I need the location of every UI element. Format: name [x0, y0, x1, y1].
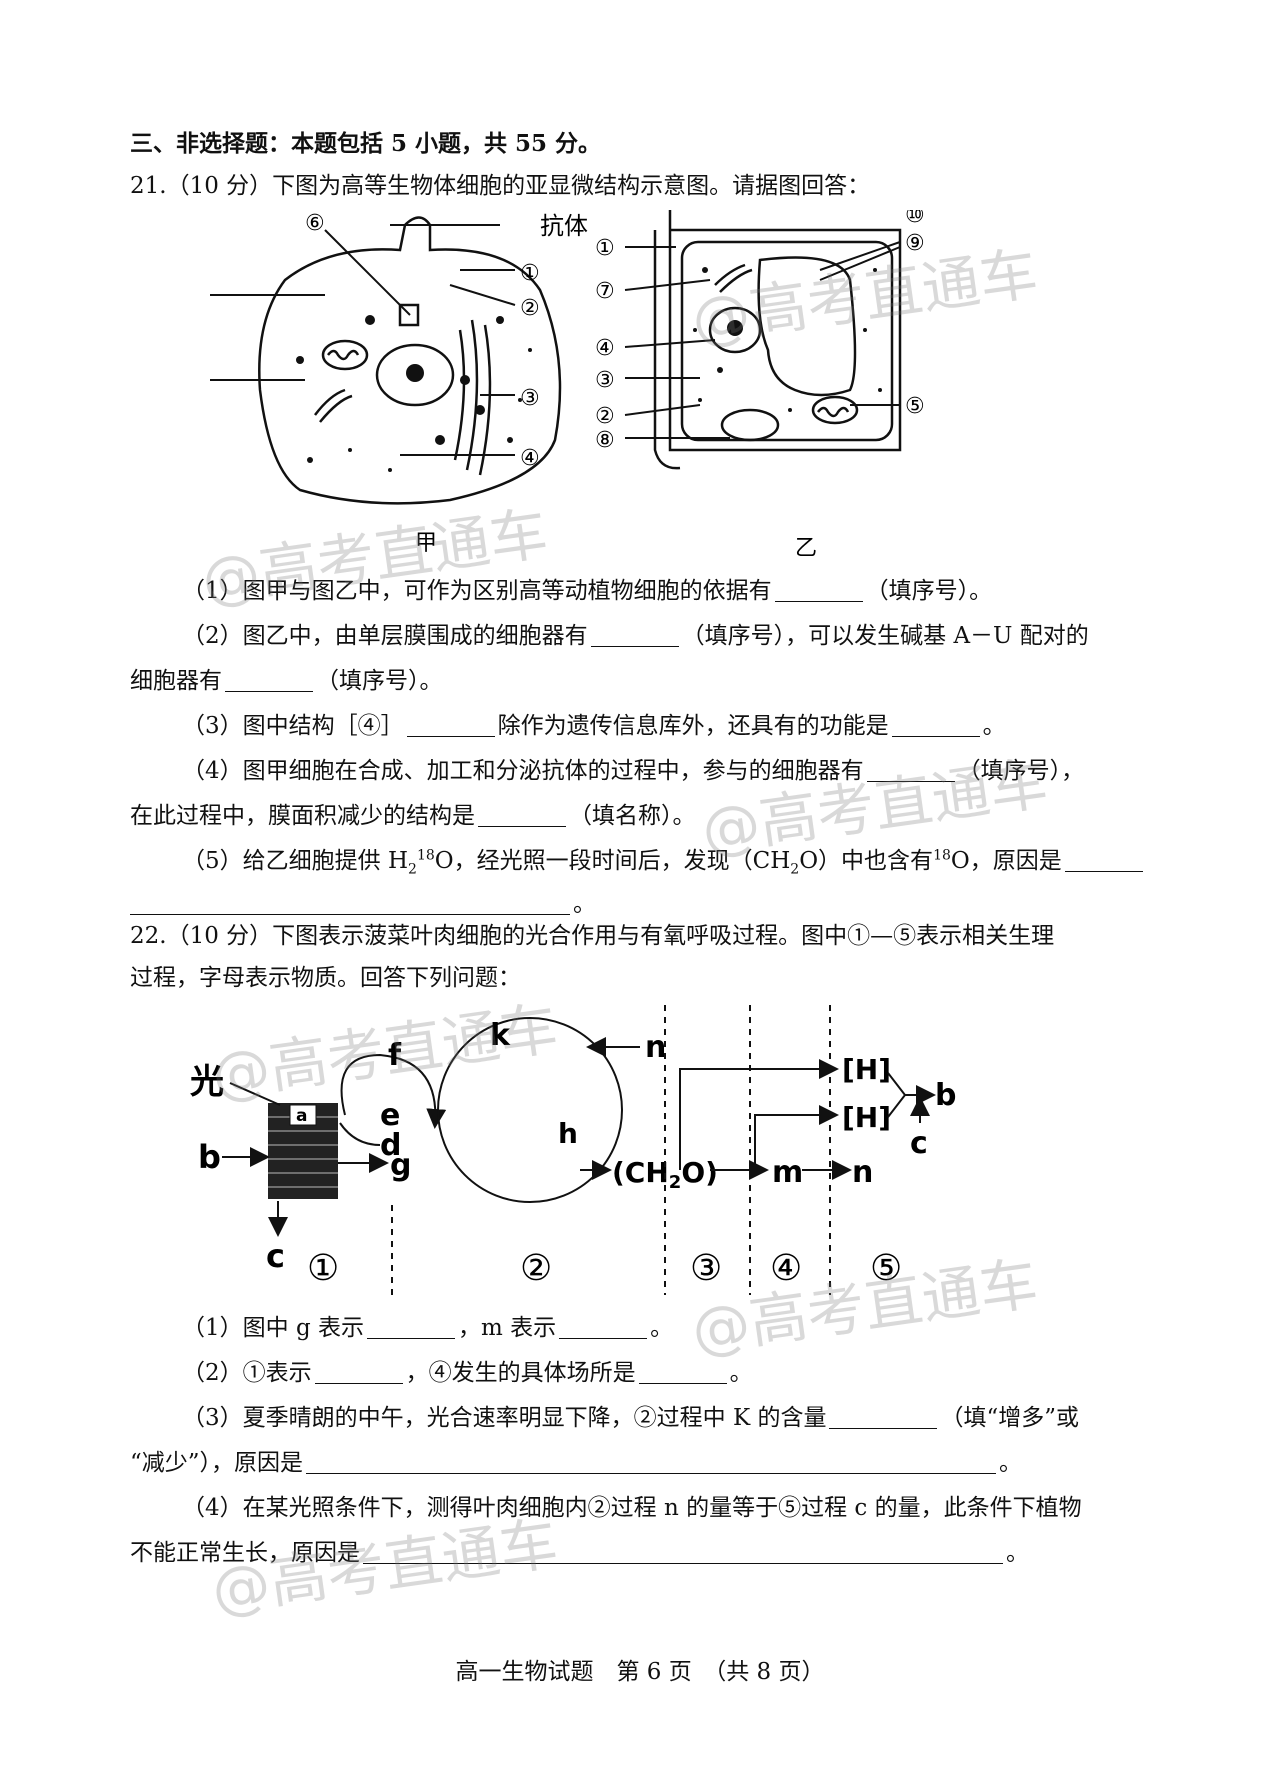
q21-cell-diagram: 抗体 ① ② ③ ④ ⑤ ⑥ ⑦ 甲 ① ⑦ ④ ③ ② ⑧ ⑤ ⑨ ⑩ [210, 210, 925, 561]
answer-blank[interactable] [891, 712, 980, 737]
label-22-h: h [558, 1117, 578, 1150]
answer-blank[interactable] [406, 712, 495, 737]
page-footer: 高一生物试题 第 6 页 （共 8 页） [455, 1659, 825, 1685]
q21-p5-cont: 。 [130, 888, 596, 920]
q21-p3: （3）图中结构［④］除作为遗传信息库外，还具有的功能是。 [182, 712, 1006, 739]
answer-blank[interactable] [590, 622, 679, 647]
q22-p2: （2）①表示，④发生的具体场所是。 [182, 1359, 753, 1386]
label-21-c3: ③ [520, 386, 540, 411]
label-22-c2: c [910, 1126, 928, 1161]
answer-blank[interactable] [225, 667, 313, 692]
answer-blank[interactable] [130, 890, 570, 915]
q22-process-diagram: a 光 b c g f e d k n h (CH2O) m n [H] [H]… [190, 1005, 956, 1295]
q21-p5: （5）给乙细胞提供 H218O，经光照一段时间后，发现（CH2O）中也含有18O… [182, 845, 1146, 877]
label-21-c6: ⑥ [305, 211, 325, 236]
plant-vacuole [757, 256, 857, 397]
answer-blank[interactable] [866, 757, 955, 782]
label-22-h1: [H] [842, 1053, 891, 1086]
label-21-c4: ④ [520, 446, 540, 471]
label-21-c10: ⑩ [905, 210, 925, 228]
q21-p1: （1）图甲与图乙中，可作为区别高等动植物细胞的依据有（填序号）。 [182, 577, 993, 604]
label-21-c4b: ④ [595, 336, 615, 361]
animal-cell-membrane [258, 216, 562, 505]
answer-blank[interactable] [366, 1314, 455, 1339]
q21-p2: （2）图乙中，由单层膜围成的细胞器有（填序号），可以发生碱基 A－U 配对的 [182, 622, 1089, 649]
label-22-k: k [490, 1018, 511, 1053]
q21-p4: （4）图甲细胞在合成、加工和分泌抗体的过程中，参与的细胞器有（填序号）， [182, 757, 1085, 784]
q22-p4: （4）在某光照条件下，测得叶肉细胞内②过程 n 的量等于⑤过程 c 的量，此条件… [182, 1495, 1082, 1521]
section-title: 三、非选择题：本题包括 5 小题，共 55 分。 [130, 130, 602, 157]
answer-blank[interactable] [774, 577, 863, 602]
label-21-c8: ⑧ [595, 428, 615, 453]
label-22-n: n [645, 1030, 666, 1065]
label-21-c5b: ⑤ [905, 394, 925, 419]
label-21-c9: ⑨ [905, 231, 925, 256]
q21-p4-cont: 在此过程中，膜面积减少的结构是（填名称）。 [130, 802, 696, 829]
answer-blank[interactable] [314, 1359, 403, 1384]
label-21-c1: ① [520, 261, 540, 286]
answer-blank[interactable] [559, 1314, 648, 1339]
label-stage-2: ② [520, 1248, 552, 1289]
label-stage-5: ⑤ [870, 1248, 902, 1289]
q22-stem-2: 过程，字母表示物质。回答下列问题： [130, 965, 521, 991]
answer-blank[interactable] [363, 1539, 1003, 1564]
label-light: 光 [190, 1062, 224, 1102]
label-stage-1: ① [307, 1248, 339, 1289]
label-22-n2: n [852, 1155, 873, 1190]
q22-p3: （3）夏季晴朗的中午，光合速率明显下降，②过程中 K 的含量（填“增多”或 [182, 1404, 1079, 1431]
q21-stem: 21.（10 分）下图为高等生物体细胞的亚显微结构示意图。请据图回答： [130, 173, 871, 199]
label-cell-a: 甲 [415, 531, 437, 556]
calvin-cycle [437, 1017, 623, 1203]
q22-p3-cont: “减少”），原因是。 [130, 1449, 1023, 1476]
label-21-c1b: ① [595, 236, 615, 261]
label-21-c2: ② [520, 296, 540, 321]
plant-nucleus [708, 306, 762, 354]
label-22-b: b [198, 1138, 221, 1176]
label-21-c7b: ⑦ [595, 279, 615, 304]
label-22-g: g [390, 1148, 411, 1183]
answer-blank[interactable] [306, 1449, 997, 1474]
q22-p1: （1）图中 g 表示，m 表示。 [182, 1314, 674, 1341]
label-antibody: 抗体 [540, 212, 588, 240]
label-22-b2: b [935, 1078, 956, 1113]
animal-nucleus [375, 343, 455, 407]
q22-stem-1: 22.（10 分）下图表示菠菜叶肉细胞的光合作用与有氧呼吸过程。图中①—⑤表示相… [130, 923, 1055, 949]
answer-blank[interactable] [638, 1359, 727, 1384]
answer-blank[interactable] [478, 802, 566, 827]
label-21-c3b: ③ [595, 368, 615, 393]
answer-blank[interactable] [829, 1404, 938, 1429]
animal-mitochondrion [321, 339, 369, 371]
label-21-c2b: ② [595, 404, 615, 429]
label-stage-3: ③ [690, 1248, 722, 1289]
label-cell-b: 乙 [795, 536, 817, 561]
plant-mitochondrion [811, 395, 859, 425]
q22-p4-cont: 不能正常生长，原因是。 [130, 1539, 1029, 1566]
label-stage-4: ④ [770, 1248, 802, 1289]
plant-cell-membrane [680, 240, 894, 442]
plant-chloroplast [720, 408, 780, 442]
label-22-h2: [H] [842, 1101, 891, 1134]
label-ch2o: (CH2O) [612, 1156, 718, 1193]
label-22-f: f [388, 1038, 402, 1073]
label-22-c: c [266, 1237, 285, 1275]
label-22-d: d [380, 1128, 401, 1163]
label-22-a: a [296, 1106, 307, 1126]
q21-p2-cont: 细胞器有（填序号）。 [130, 667, 443, 694]
label-22-m: m [772, 1155, 803, 1190]
label-22-e: e [380, 1098, 400, 1133]
answer-blank[interactable] [1064, 847, 1143, 872]
thylakoid-stack [268, 1103, 338, 1199]
